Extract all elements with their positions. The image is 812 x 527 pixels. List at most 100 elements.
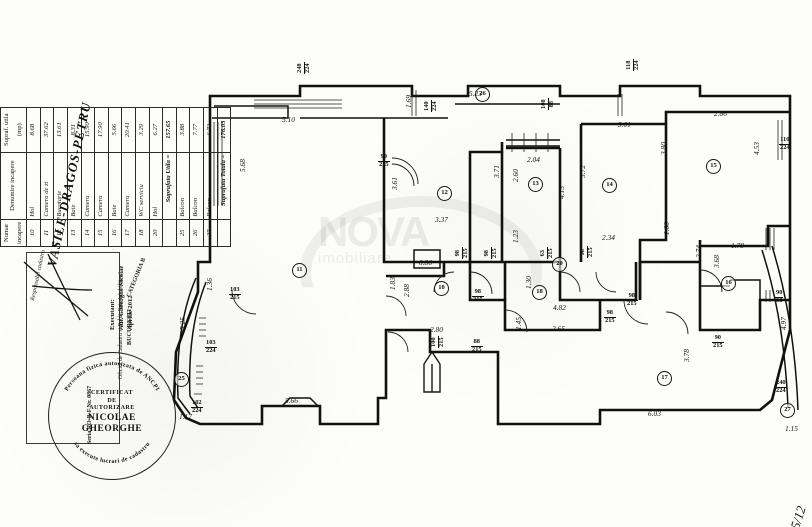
col-header-numar: Numar incapere [0,219,27,247]
opening-height: 215 [490,248,498,258]
opening-height: 215 [586,247,594,257]
cell-denumire: Hol [26,152,41,220]
opening-height: 215 [713,341,723,349]
room-number-11: 11 [292,263,307,278]
authorization-stamp: Persoana fizica autorizata de ANCPI sa e… [48,352,176,480]
room-schedule-table-wrap: Numar incapere Denumire incapere Supraf.… [0,0,231,250]
dimension-label: 3.68 [712,255,721,268]
dimension-label: 4.53 [752,142,761,155]
stamp-arc-top-text: Persoana fizica autorizata de ANCPI [64,361,160,393]
stamp-arc-text: Persoana fizica autorizata de ANCPI sa e… [64,361,160,465]
dimension-label: 1.30 [524,276,533,289]
dimension-label: 5.68 [238,159,247,172]
room-number-20: 20 [552,257,567,272]
opening-width: 240 [775,379,787,388]
room-schedule-table: Numar incapere Denumire incapere Supraf.… [0,107,231,247]
cell-numar: 27 [203,219,217,247]
stamp-outer-ring [48,352,176,480]
cell-denumire: Balcon [203,152,217,220]
dimension-label: 3.37 [435,215,448,224]
dimension-label: 1.45 [514,317,523,330]
cell-suprafata: 20.41 [121,107,136,153]
cell-suprafata: 6.72 [203,107,217,153]
cell-suprafata: 7.77 [189,107,204,153]
dimension-label: 3.80 [659,142,668,155]
stamp-arc-bottom-text: sa execute lucrari de cadastru [72,441,151,465]
door-swings [231,157,723,353]
opening-height: 98 [776,296,783,304]
opening-height: 224 [780,143,790,151]
dimension-label: 3.71 [492,165,501,178]
balcony-27 [761,245,799,411]
opening-height: 215 [379,160,389,168]
entry-arrow [423,350,441,393]
opening-height: 224 [206,346,216,354]
dimension-label: 6.03 [648,409,661,418]
stamp-name: NICOLAE [88,412,136,423]
cell-suprafata: 8.68 [26,107,41,153]
dimension-label: 5.25 [178,317,187,330]
subtotal-row: Suprafata Utila =157.65 [162,107,177,247]
opening-height: 224 [430,101,438,111]
opening-height: 215 [605,316,615,324]
room-number-25: 25 [174,372,189,387]
opening-width: 98 [604,309,616,318]
dimension-label: 2.80 [430,325,443,334]
opening-height: 215 [627,299,637,307]
cell-suprafata: 13.61 [53,107,68,153]
cell-numar: 18 [135,219,150,247]
dimension-label: 3.01 [618,120,631,129]
opening-width: 98 [626,292,638,301]
cell-denumire: Camera [94,152,109,220]
cell-denumire: Camera de zi [40,152,54,220]
opening-height: 88 [547,101,555,108]
cell-numar: 13 [67,219,82,247]
balcony-25 [176,277,207,415]
cell-suprafata: 3.88 [176,107,190,153]
stamp-line2: DE [107,397,117,404]
opening-height: 215 [472,345,482,353]
dimension-label: 5.10 [282,115,295,124]
cell-numar: 15 [94,219,109,247]
opening-height: 215 [546,248,554,258]
dimension-label: 1.69 [404,95,413,108]
stamp-line3: AUTORIZARE [89,405,135,411]
cell-denumire: Balcon [176,152,190,220]
opening-height: 215 [461,248,469,258]
subtotal-value: 157.65 [162,107,177,153]
dimension-label: 2.74 [694,245,703,258]
subtotal-label: Suprafata Utila = [162,152,177,220]
total-row: Suprafata Totala =176.03 [217,107,231,247]
room-number-12: 12 [437,186,452,201]
opening-height: 215 [473,295,483,303]
interior-walls [382,110,790,332]
cell-suprafata: 6.27 [149,107,163,153]
opening-width: 90 [775,289,784,298]
dimension-label: 2.60 [511,169,520,182]
dimension-label: 5.23 [469,89,482,98]
dimension-label: 2.34 [602,233,615,242]
cell-denumire: Camera [121,152,136,220]
dimension-label: 3.78 [682,349,691,362]
